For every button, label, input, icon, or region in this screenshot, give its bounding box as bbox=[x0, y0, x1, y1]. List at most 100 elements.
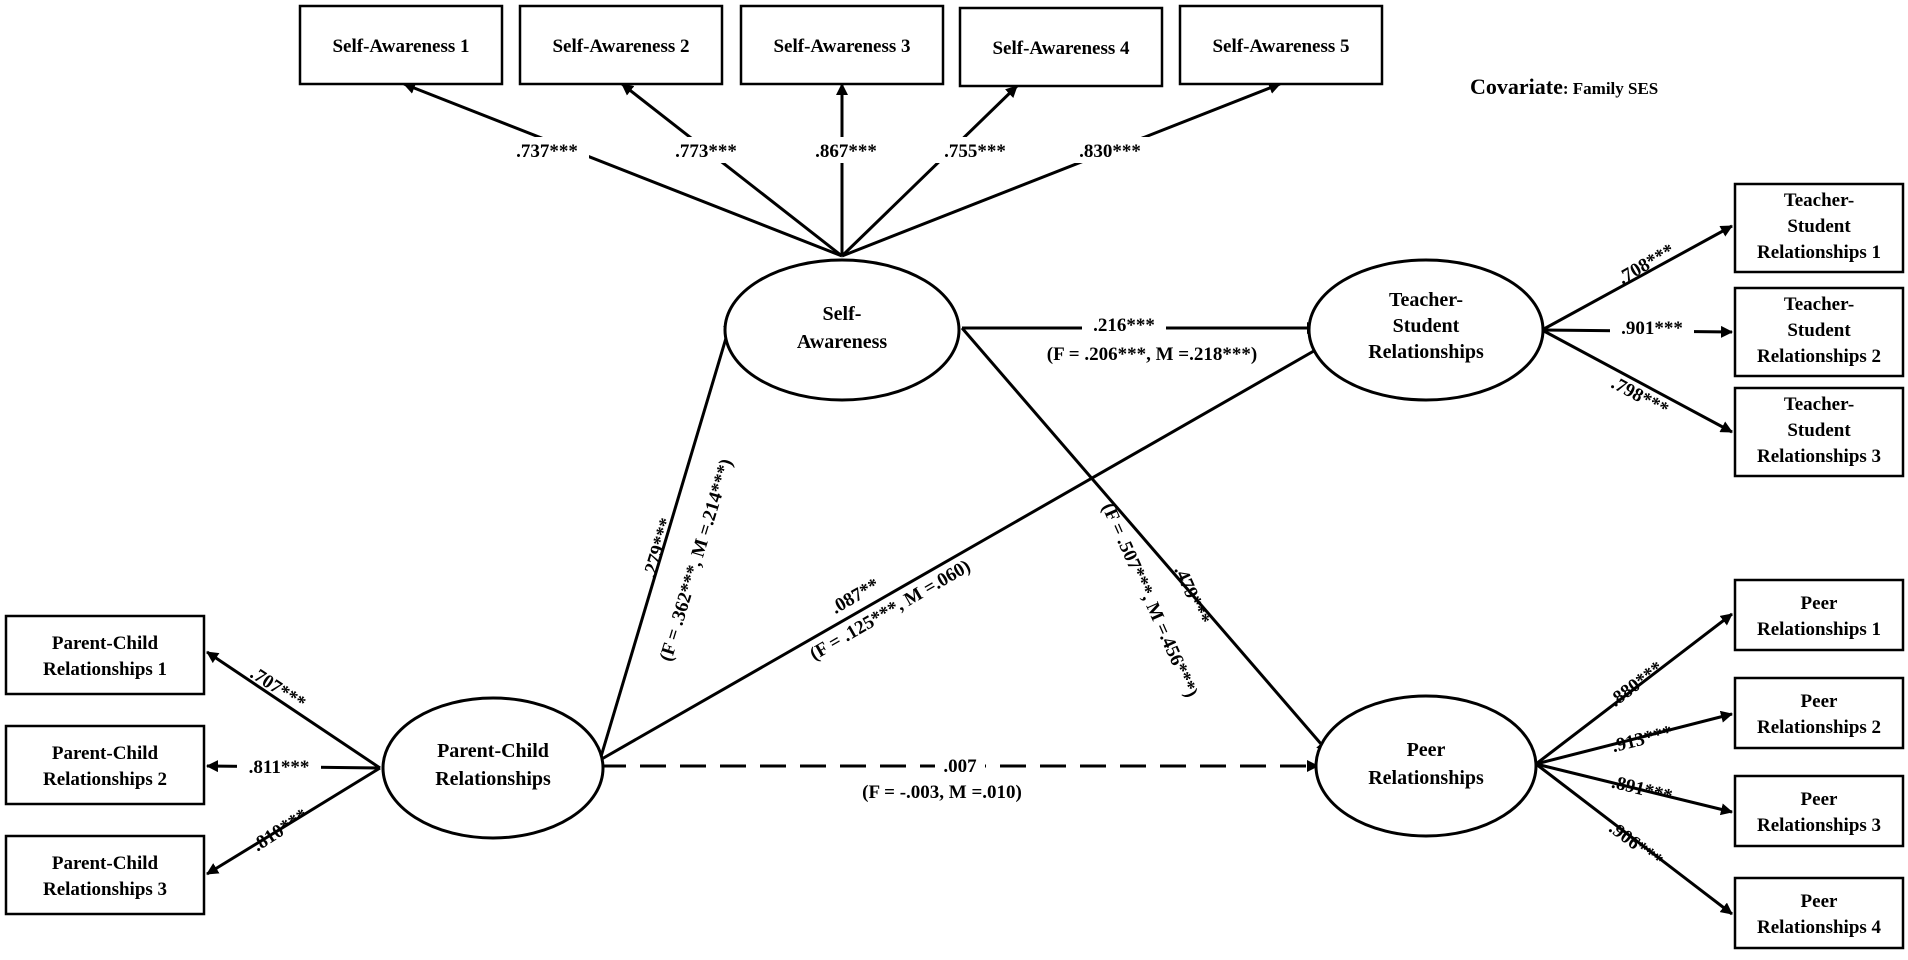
ts-indicator-label-line2: Student bbox=[1787, 420, 1851, 441]
path-groups-pc-to-sa: (F = .362***, M =.214***) bbox=[656, 456, 738, 663]
sa-indicator-label: Self-Awareness 5 bbox=[1212, 36, 1349, 57]
loading-arrow-sa4 bbox=[840, 84, 1019, 258]
path-coef-sa-to-peer: .479*** bbox=[1169, 563, 1213, 628]
pc-indicator-label-line1: Parent-Child bbox=[52, 853, 159, 874]
sa-indicator-1: Self-Awareness 1 bbox=[298, 4, 504, 86]
pc-indicator-label-line2: Relationships 3 bbox=[43, 879, 167, 900]
sa-indicator-5: Self-Awareness 5 bbox=[1178, 4, 1384, 86]
loading-arrow-peer2 bbox=[1535, 710, 1733, 766]
peer-indicator-label-line2: Relationships 1 bbox=[1757, 619, 1881, 640]
latent-label-line2: Relationships bbox=[435, 768, 551, 790]
peer-indicator-label-line1: Peer bbox=[1801, 691, 1838, 712]
loading-arrow-peer3 bbox=[1535, 762, 1733, 816]
loading-label-peer1: .880*** bbox=[1605, 657, 1667, 711]
latent-teacher-student: Teacher- Student Relationships bbox=[1307, 258, 1545, 402]
loading-arrow-sa2 bbox=[621, 82, 843, 258]
peer-indicator-label-line2: Relationships 3 bbox=[1757, 815, 1881, 836]
loading-label-ts1: .708*** bbox=[1614, 240, 1678, 289]
sa-indicator-label: Self-Awareness 4 bbox=[992, 38, 1130, 59]
ts-indicator-label-line3: Relationships 3 bbox=[1757, 446, 1881, 467]
path-arrow-pc-to-ts bbox=[599, 342, 1327, 762]
latent-peer: Peer Relationships bbox=[1314, 694, 1538, 838]
peer-indicator-label-line1: Peer bbox=[1801, 891, 1838, 912]
pc-indicator-label-line2: Relationships 2 bbox=[43, 769, 167, 790]
path-arrow-pc-to-sa bbox=[598, 317, 735, 761]
loading-label-ts2: .901*** bbox=[1621, 318, 1683, 339]
latent-label-line1: Peer bbox=[1407, 739, 1446, 761]
peer-indicator-label-line1: Peer bbox=[1801, 593, 1838, 614]
path-coef-sa-to-ts: .216*** bbox=[1093, 315, 1155, 336]
ts-indicator-label-line2: Student bbox=[1787, 320, 1851, 341]
sa-indicator-4: Self-Awareness 4 bbox=[958, 6, 1164, 88]
ts-indicator-label-line1: Teacher- bbox=[1784, 394, 1854, 415]
ts-indicator-2: Teacher- Student Relationships 2 bbox=[1733, 286, 1905, 378]
loading-label-sa5: .830*** bbox=[1079, 141, 1141, 162]
loading-label-ts3: .798*** bbox=[1608, 373, 1672, 421]
loading-label-sa1: .737*** bbox=[516, 141, 578, 162]
loading-label-peer3: .891*** bbox=[1609, 772, 1674, 807]
path-coef-pc-to-peer: .007 bbox=[943, 756, 977, 777]
peer-indicator-3: Peer Relationships 3 bbox=[1733, 774, 1905, 848]
loading-label-sa3: .867*** bbox=[815, 141, 877, 162]
covariate-note: Covariate: Family SES bbox=[1470, 74, 1658, 99]
peer-indicator-2: Peer Relationships 2 bbox=[1733, 676, 1905, 750]
latent-label-line1: Parent-Child bbox=[437, 740, 549, 762]
pc-indicator-3: Parent-Child Relationships 3 bbox=[4, 834, 206, 916]
covariate-label: Covariate bbox=[1470, 74, 1563, 99]
loading-label-sa4: .755*** bbox=[944, 141, 1006, 162]
path-groups-sa-to-ts: (F = .206***, M =.218***) bbox=[1047, 344, 1257, 365]
ts-indicator-label-line1: Teacher- bbox=[1784, 190, 1854, 211]
path-coef-pc-to-sa: .279*** bbox=[639, 516, 677, 581]
pc-indicator-label-line1: Parent-Child bbox=[52, 743, 159, 764]
ts-indicator-3: Teacher- Student Relationships 3 bbox=[1733, 386, 1905, 478]
loading-arrow-peer1 bbox=[1535, 612, 1733, 766]
loading-arrow-pc3 bbox=[206, 766, 381, 876]
pc-indicator-2: Parent-Child Relationships 2 bbox=[4, 724, 206, 806]
loading-arrow-ts1 bbox=[1541, 224, 1733, 332]
latent-label-line1: Teacher- bbox=[1389, 289, 1463, 311]
loading-label-sa2: .773*** bbox=[675, 141, 737, 162]
peer-indicator-label-line2: Relationships 2 bbox=[1757, 717, 1881, 738]
path-arrow-sa-to-peer bbox=[960, 327, 1330, 753]
loading-arrow-pc1 bbox=[206, 650, 381, 770]
path-groups-pc-to-ts: (F = .125***, M =.060) bbox=[806, 556, 974, 665]
loading-label-pc2: .811*** bbox=[249, 757, 310, 778]
sa-indicator-3: Self-Awareness 3 bbox=[739, 4, 945, 86]
ts-indicator-label-line3: Relationships 2 bbox=[1757, 346, 1881, 367]
sa-indicator-2: Self-Awareness 2 bbox=[518, 4, 724, 86]
latent-self-awareness: Self- Awareness bbox=[723, 258, 961, 402]
covariate-value: : Family SES bbox=[1563, 79, 1658, 98]
loading-label-peer2: .913*** bbox=[1610, 722, 1675, 757]
latent-label-line3: Relationships bbox=[1368, 341, 1484, 363]
loading-label-peer4: .906*** bbox=[1605, 817, 1667, 871]
latent-parent-child: Parent-Child Relationships bbox=[381, 696, 605, 840]
ts-indicator-label-line3: Relationships 1 bbox=[1757, 242, 1881, 263]
latent-label-line2: Student bbox=[1393, 315, 1460, 337]
loading-label-pc1: .707*** bbox=[246, 663, 309, 714]
peer-indicator-1: Peer Relationships 1 bbox=[1733, 578, 1905, 652]
sa-indicator-label: Self-Awareness 1 bbox=[332, 36, 469, 57]
latent-label-line2: Relationships bbox=[1368, 767, 1484, 789]
pc-indicator-1: Parent-Child Relationships 1 bbox=[4, 614, 206, 696]
latent-label-line2: Awareness bbox=[797, 331, 888, 353]
pc-indicator-label-line1: Parent-Child bbox=[52, 633, 159, 654]
path-labels: .216*** (F = .206***, M =.218***) .279**… bbox=[639, 312, 1257, 803]
loading-label-pc3: .810*** bbox=[249, 805, 312, 856]
arrows bbox=[206, 82, 1733, 916]
ts-indicator-label-line1: Teacher- bbox=[1784, 294, 1854, 315]
sa-indicator-label: Self-Awareness 2 bbox=[552, 36, 689, 57]
loading-arrow-sa5 bbox=[841, 82, 1281, 258]
ts-indicator-1: Teacher- Student Relationships 1 bbox=[1733, 182, 1905, 274]
peer-indicator-label-line1: Peer bbox=[1801, 789, 1838, 810]
ts-indicator-label-line2: Student bbox=[1787, 216, 1851, 237]
peer-indicator-label-line2: Relationships 4 bbox=[1757, 917, 1882, 938]
loading-arrow-sa1 bbox=[403, 82, 843, 258]
loading-arrow-ts3 bbox=[1541, 328, 1733, 434]
sa-indicator-label: Self-Awareness 3 bbox=[773, 36, 910, 57]
pc-indicator-label-line2: Relationships 1 bbox=[43, 659, 167, 680]
latent-label-line1: Self- bbox=[823, 303, 862, 325]
loading-arrow-peer4 bbox=[1535, 762, 1733, 916]
path-groups-pc-to-peer: (F = -.003, M =.010) bbox=[862, 782, 1022, 803]
peer-indicator-4: Peer Relationships 4 bbox=[1733, 876, 1905, 950]
